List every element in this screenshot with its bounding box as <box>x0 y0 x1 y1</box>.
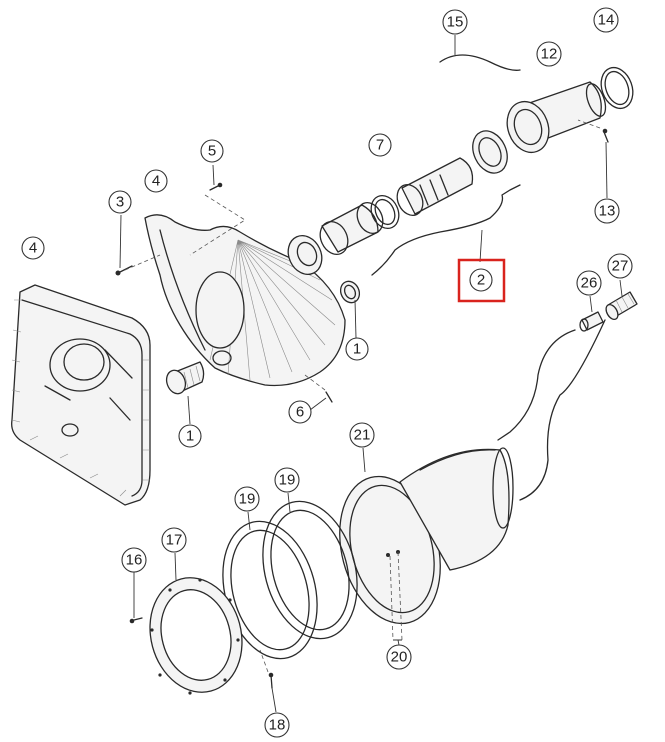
callout-5: 5 <box>200 139 224 163</box>
bayonet-ring <box>472 130 508 174</box>
cables <box>497 329 576 441</box>
part-17-frame-ring <box>149 577 243 695</box>
part-4-wall-plate <box>11 284 151 506</box>
part-2-cable <box>371 184 521 276</box>
part-6-pin <box>325 391 333 403</box>
callout-4b: 4 <box>21 236 45 260</box>
callout-26: 26 <box>576 270 602 296</box>
svg-text:1: 1 <box>353 341 361 358</box>
svg-text:2: 2 <box>477 272 485 289</box>
callout-14: 14 <box>593 7 619 33</box>
svg-text:4: 4 <box>152 173 160 190</box>
part-27-fitting <box>605 291 638 321</box>
svg-text:18: 18 <box>269 717 286 734</box>
cables-2 <box>519 319 606 501</box>
part-21-light-body <box>339 447 514 625</box>
svg-text:6: 6 <box>296 404 304 421</box>
svg-text:3: 3 <box>116 194 124 211</box>
part-18-screw <box>268 672 274 689</box>
part-19-gasket-b <box>262 500 358 640</box>
svg-text:4: 4 <box>29 240 37 257</box>
svg-text:16: 16 <box>126 552 143 569</box>
callout-16: 16 <box>121 547 147 573</box>
part-5-screw <box>209 182 223 191</box>
svg-text:13: 13 <box>599 203 616 220</box>
callout-12: 12 <box>536 41 562 67</box>
svg-text:1: 1 <box>186 428 194 445</box>
callout-21: 21 <box>349 422 375 448</box>
callout-6: 6 <box>288 400 312 424</box>
callout-19b: 19 <box>274 467 300 493</box>
svg-text:21: 21 <box>354 427 371 444</box>
svg-text:19: 19 <box>279 472 296 489</box>
part-15-hose <box>439 54 521 71</box>
part-14-o-ring <box>600 66 634 110</box>
part-16-screw <box>129 617 143 624</box>
part-1-fitting-lower <box>165 361 205 395</box>
part-13-screw <box>602 128 609 143</box>
callout-3: 3 <box>108 190 132 214</box>
callout-19a: 19 <box>234 486 260 512</box>
svg-text:19: 19 <box>239 491 256 508</box>
part-26-fitting <box>579 311 604 332</box>
callout-15: 15 <box>442 9 468 35</box>
svg-text:26: 26 <box>581 275 598 292</box>
svg-text:17: 17 <box>166 532 183 549</box>
part-3-screw <box>115 265 133 276</box>
part-19-gasket-b-inner <box>270 509 350 631</box>
callout-1b: 1 <box>178 424 202 448</box>
callout-20: 20 <box>386 644 412 670</box>
callout-2[interactable]: 2 <box>457 258 506 303</box>
callout-7: 7 <box>368 133 392 157</box>
callout-4a: 4 <box>144 169 168 193</box>
part-7-connector-tube <box>287 157 474 275</box>
svg-text:14: 14 <box>598 12 615 29</box>
part-12-housing-tube <box>506 81 607 154</box>
svg-text:5: 5 <box>208 143 216 160</box>
svg-text:27: 27 <box>612 258 629 275</box>
callout-17: 17 <box>161 527 187 553</box>
part-14-o-ring-inner <box>604 70 630 106</box>
part-4-shell-plate <box>144 214 346 387</box>
svg-text:12: 12 <box>541 46 558 63</box>
part-19-gasket-a-inner <box>230 529 310 651</box>
callout-1a: 1 <box>345 337 369 361</box>
svg-text:20: 20 <box>391 649 408 666</box>
callout-27: 27 <box>607 253 633 279</box>
part-1-nut-upper <box>339 280 361 304</box>
callout-18: 18 <box>264 712 290 738</box>
svg-text:15: 15 <box>447 14 464 31</box>
svg-text:7: 7 <box>376 137 384 154</box>
callout-13: 13 <box>594 198 620 224</box>
highlight-box <box>457 258 506 303</box>
